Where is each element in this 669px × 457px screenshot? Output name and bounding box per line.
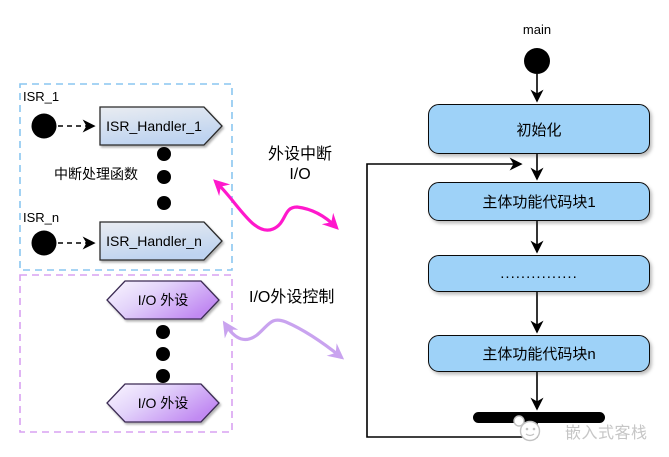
interrupt-io-double-arrow	[213, 179, 339, 232]
isr-handler-1-shape	[99, 106, 223, 146]
activity-box-init: 初始化	[428, 104, 650, 154]
isr-handler-1-label: ISR_Handler_1	[106, 118, 202, 134]
isrn-start-node-icon	[31, 230, 57, 256]
isrn-label: ISR_n	[23, 210, 60, 225]
activity-box-block1: 主体功能代码块1	[428, 182, 650, 221]
activity-box-blockn: 主体功能代码块n	[428, 335, 650, 372]
peripheral-interrupt-annotation: 外设中断 I/O	[250, 145, 350, 185]
interrupt-handlers-caption: 中断处理函数	[54, 166, 138, 182]
isr1-label: ISR_1	[23, 89, 60, 104]
io-ellipsis-dots	[156, 325, 170, 383]
isr-handler-n-label: ISR_Handler_n	[106, 233, 202, 249]
io-control-annotation: I/O外设控制	[249, 289, 335, 306]
io-device-2-label: I/O 外设	[137, 395, 189, 411]
watermark-text: 嵌入式客栈	[565, 425, 648, 442]
watermark-logo-icon	[513, 415, 541, 442]
io-device-1-label: I/O 外设	[137, 292, 189, 308]
io-device-1-shape	[106, 280, 220, 320]
isr1-start-node-icon	[31, 113, 57, 139]
main-entry-label: main	[522, 22, 552, 37]
io-device-2-shape	[106, 383, 220, 423]
peripheral-interrupt-line1: 外设中断	[267, 146, 332, 163]
isr-group-frame	[19, 83, 233, 271]
main-start-node-icon	[524, 48, 550, 74]
isr-handler-n-shape	[99, 221, 223, 261]
activity-final-bar	[473, 412, 605, 423]
peripheral-interrupt-line2: I/O	[289, 166, 311, 183]
io-control-double-arrow	[222, 318, 345, 360]
isr-ellipsis-dots	[157, 147, 171, 210]
activity-box-ellipsis: ...............	[428, 255, 650, 292]
